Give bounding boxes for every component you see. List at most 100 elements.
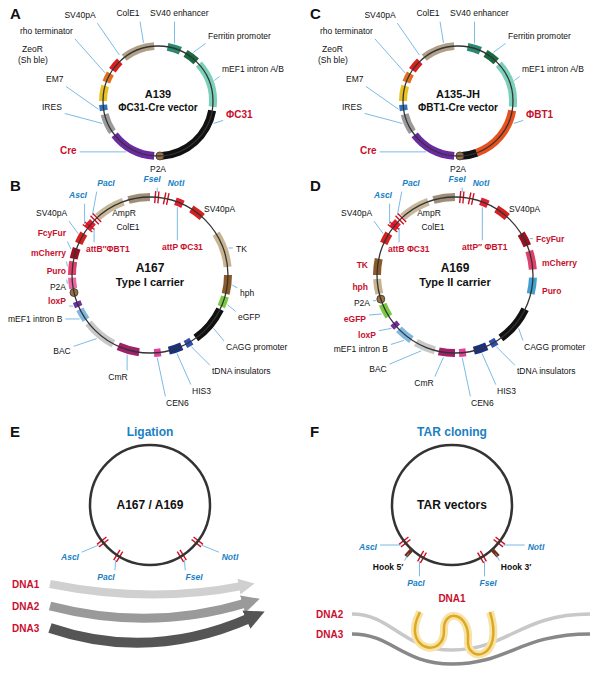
feature-label: eGFP <box>344 315 366 324</box>
leader-line <box>65 318 79 319</box>
feature-label: CmR <box>414 379 433 388</box>
leader-line <box>66 262 68 267</box>
leader-line <box>84 204 85 224</box>
leader-line <box>405 553 409 560</box>
feature-label: ColE1 <box>116 223 139 232</box>
leader-line <box>94 228 95 242</box>
leader-line <box>440 22 443 43</box>
feature-label: EM7 <box>346 75 363 84</box>
feature-label: ZeoR <box>22 45 43 54</box>
feature-label: DNA2 <box>316 609 343 620</box>
feature-label: loxP <box>358 331 376 340</box>
feature-label: EM7 <box>46 75 63 84</box>
feature-label: CEN6 <box>471 399 494 408</box>
feature-label: P2A <box>450 165 466 174</box>
leader-line <box>184 560 186 570</box>
restriction-site: FseI <box>143 175 160 184</box>
leader-line <box>214 76 219 80</box>
feature-arc <box>122 42 155 61</box>
plasmid-node: A139ΦC31-Cre vector <box>103 46 213 156</box>
feature-label: tDNA insulators <box>212 367 271 376</box>
feature-label: Cre <box>60 145 77 156</box>
feature-label: SV40pA <box>36 209 67 218</box>
leader-line <box>495 553 499 560</box>
feature-label: tDNA insulators <box>517 367 576 376</box>
restriction-site: PacI <box>407 579 425 588</box>
leader-line <box>379 328 391 330</box>
feature-label: TK <box>236 245 247 254</box>
feature-label: Hook 3′ <box>501 563 531 572</box>
feature-label: FcyFur <box>536 235 564 244</box>
feature-label: P2A <box>150 165 166 174</box>
feature-label: BAC <box>369 365 386 374</box>
feature-label: DNA1 <box>12 579 39 590</box>
leader-line <box>157 358 165 397</box>
leader-line <box>474 22 475 44</box>
insert-dna <box>415 612 494 654</box>
leader-line <box>214 328 225 341</box>
feature-label: TK <box>357 261 368 270</box>
feature-label: mCherry <box>542 259 577 268</box>
plasmid-name: A169 <box>441 261 470 275</box>
feature-label: DNA3 <box>12 623 39 634</box>
feature-arcs <box>373 193 537 357</box>
leader-line <box>366 86 399 109</box>
panel-letter: F <box>310 424 319 441</box>
feature-arcs <box>99 42 217 160</box>
feature-label: AmpR <box>112 209 136 218</box>
leader-line <box>66 280 68 284</box>
feature-label: Hook 5′ <box>373 563 403 572</box>
feature-label: hph <box>240 289 254 298</box>
plasmid-name: Type II carrier <box>419 276 490 289</box>
feature-arc <box>213 232 232 268</box>
leader-line <box>75 39 105 73</box>
leader-line <box>519 328 523 340</box>
restriction-site: NotI <box>473 179 490 188</box>
restriction-site: NotI <box>528 543 545 552</box>
plasmid-node: A167Type I carrier <box>72 197 228 353</box>
leader-line <box>374 221 383 233</box>
panel-letter: B <box>10 178 21 195</box>
feature-label: attB ΦC31 <box>388 245 429 254</box>
feature-label: IRES <box>342 103 362 112</box>
plasmid-node: A169Type II carrier <box>377 197 533 353</box>
restriction-site: PacI <box>97 573 115 582</box>
feature-label: SV40 enhancer <box>450 9 509 18</box>
leader-line <box>397 192 401 216</box>
plasmid-backbone <box>103 46 213 156</box>
restriction-site: FseI <box>448 175 465 184</box>
restriction-site: FseI <box>185 573 202 582</box>
plasmid-name: Type I carrier <box>116 276 184 289</box>
leader-line <box>192 347 210 365</box>
feature-label: rho terminator <box>20 27 73 36</box>
feature-label: mEF1 intron B <box>334 345 388 354</box>
leader-line <box>92 192 96 216</box>
feature-label: SV40pA <box>364 11 395 20</box>
feature-label: DNA2 <box>12 601 39 612</box>
feature-label: ZeoR <box>322 45 343 54</box>
leader-line <box>482 207 483 240</box>
feature-label: Puro <box>542 287 561 296</box>
leader-line <box>493 43 505 52</box>
plasmid-name: A135-JH <box>436 88 480 101</box>
feature-label: (Sh ble) <box>18 56 48 65</box>
leader-line <box>232 285 237 288</box>
dna-fragment-arrow <box>50 584 242 595</box>
leader-line <box>228 247 233 248</box>
plasmid-backbone <box>403 46 513 156</box>
leader-line <box>530 238 533 239</box>
leader-line <box>82 545 99 552</box>
feature-label: CmR <box>108 373 127 382</box>
feature-label: SV40pA <box>204 205 235 214</box>
leader-line <box>369 314 382 315</box>
leader-line <box>114 560 116 570</box>
leader-line <box>380 545 401 546</box>
leader-line <box>365 113 403 123</box>
feature-label: BAC <box>53 347 70 356</box>
feature-label: P2A <box>50 283 66 292</box>
insert-glow <box>415 612 494 654</box>
feature-label: DNA1 <box>438 593 465 604</box>
plasmid-node: A167 / A169 <box>90 445 210 565</box>
feature-label: attB″ΦBT1 <box>86 245 130 254</box>
plasmid-name: ΦC31-Cre vector <box>118 102 197 114</box>
